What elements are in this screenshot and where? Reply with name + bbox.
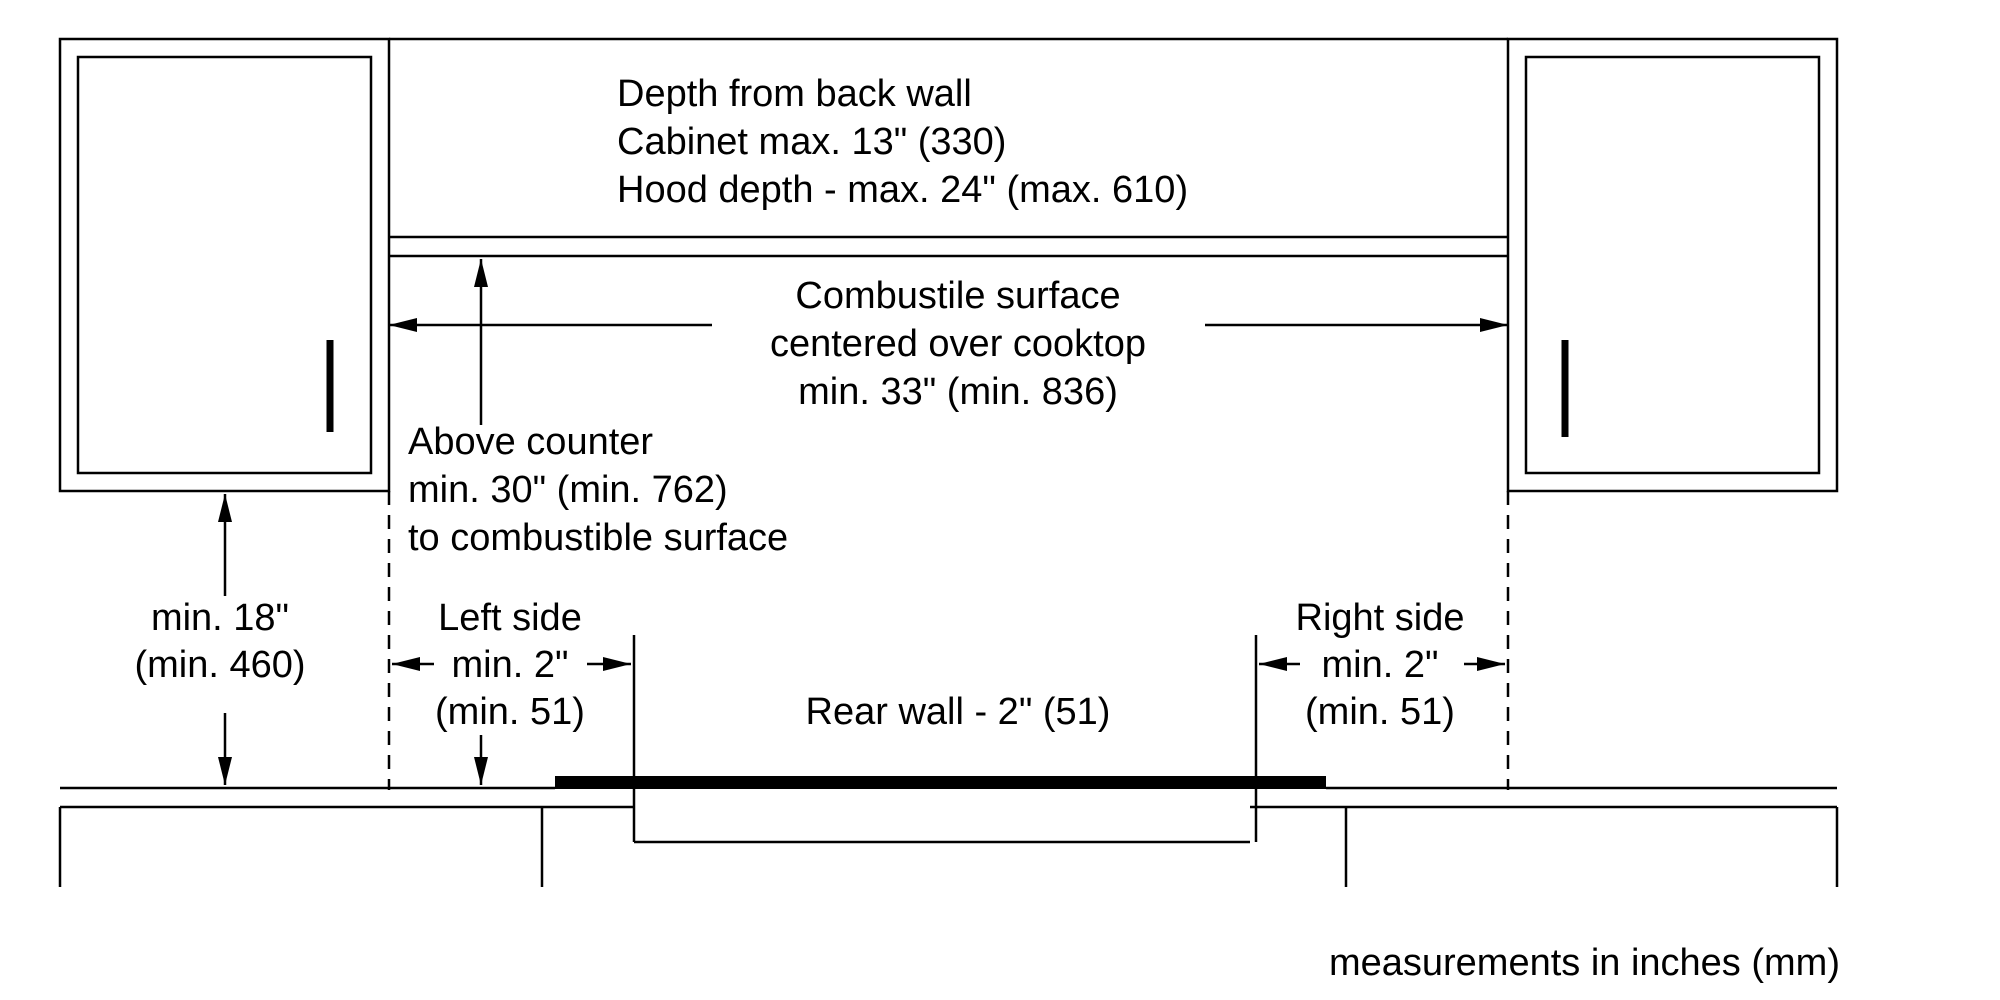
hood-note-line-1: Depth from back wall [617,73,972,115]
cabinet-clearance-line-2: (min. 460) [134,644,305,686]
hood-soffit-zone [389,37,1508,258]
left-side-line-3: (min. 51) [435,691,585,733]
right-cabinet-inner [1524,55,1821,475]
labels: Depth from back wall Cabinet max. 13" (3… [134,73,1840,984]
rear-wall-label: Rear wall - 2" (51) [806,691,1111,733]
left-side-line-2: min. 2" [452,644,569,686]
right-side-line-3: (min. 51) [1305,691,1455,733]
right-wall-cabinet [1506,37,1839,493]
right-side-line-1: Right side [1296,597,1465,639]
above-counter-line-2: min. 30" (min. 762) [408,469,728,511]
above-counter-line-3: to combustible surface [408,517,788,559]
right-cabinet-outer [1506,37,1839,493]
combustible-width-line-2: centered over cooktop [770,323,1146,365]
cooktop [555,635,1326,844]
cabinet-clearance-line-1: min. 18" [151,597,289,639]
units-footnote: measurements in inches (mm) [1329,942,1840,984]
hood-note-line-2: Cabinet max. 13" (330) [617,121,1006,163]
left-cabinet-outer [58,37,391,493]
left-wall-cabinet [58,37,391,493]
countertop [58,786,1839,887]
hood-note-line-3: Hood depth - max. 24" (max. 610) [617,169,1188,211]
cooktop-surface-bar [555,776,1326,789]
left-side-line-1: Left side [438,597,582,639]
left-cabinet-inner [76,55,373,475]
above-counter-line-1: Above counter [408,421,653,463]
right-side-line-2: min. 2" [1322,644,1439,686]
combustible-width-line-1: Combustile surface [795,275,1120,317]
dimension-arrows [218,259,1508,785]
combustible-width-line-3: min. 33" (min. 836) [798,371,1118,413]
